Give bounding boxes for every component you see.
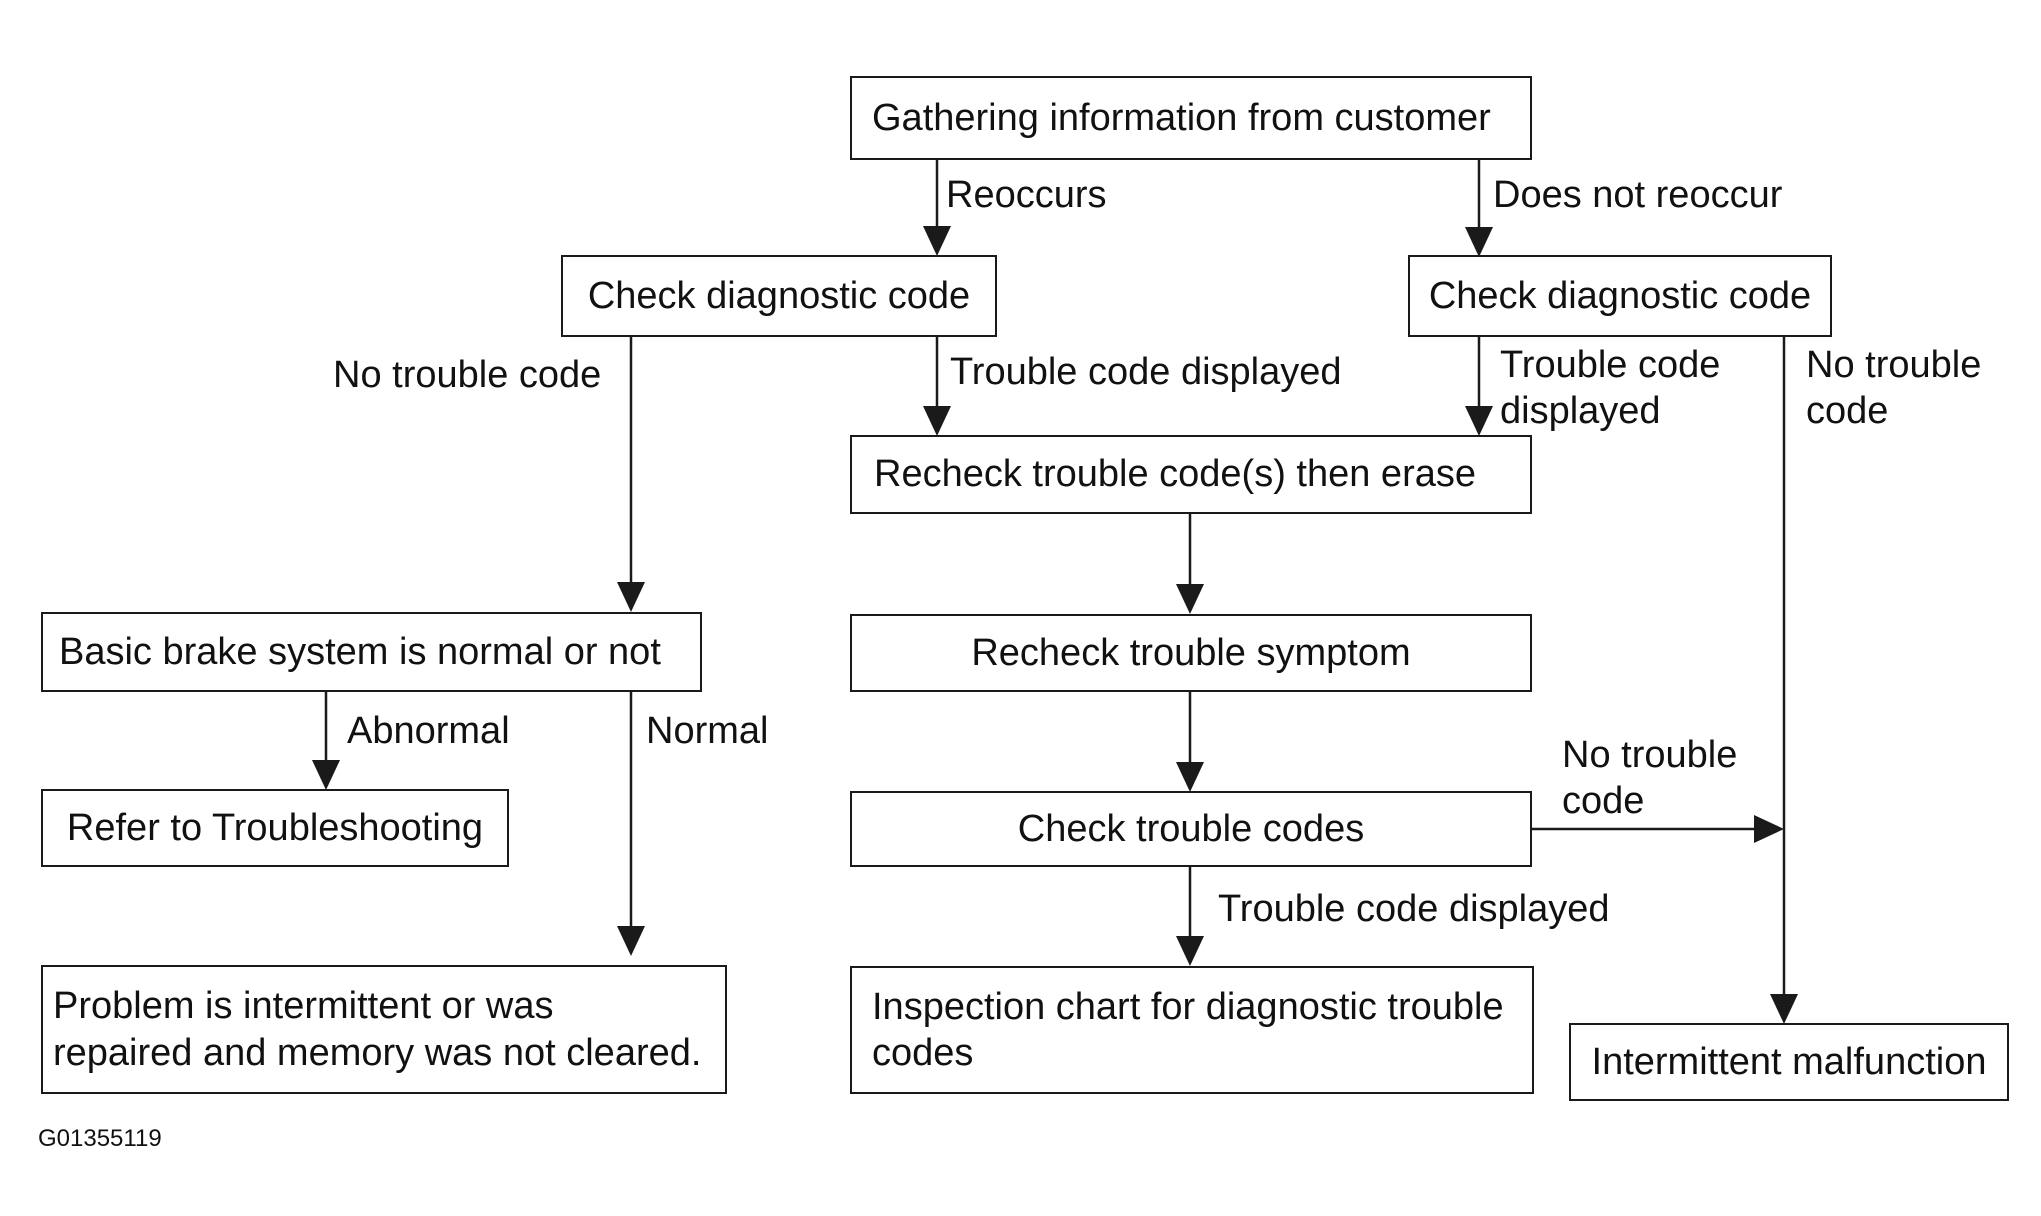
edge-label-no-trouble-code-left: No trouble code: [333, 354, 602, 396]
arrowhead-icon: [1176, 584, 1204, 614]
node-check-trouble-codes: Check trouble codes: [850, 791, 1532, 867]
node-refer-to-troubleshooting: Refer to Troubleshooting: [41, 789, 509, 867]
node-label: Gathering information from customer: [872, 96, 1491, 139]
node-label: Basic brake system is normal or not: [59, 630, 661, 673]
node-inspection-chart: Inspection chart for diagnostic trouble …: [850, 966, 1534, 1094]
node-problem-intermittent: Problem is intermittent or was repaired …: [41, 965, 727, 1094]
arrowhead-icon: [1465, 406, 1493, 436]
node-intermittent-malfunction: Intermittent malfunction: [1569, 1023, 2009, 1101]
node-label: Check diagnostic code: [1428, 274, 1812, 317]
arrowhead-icon: [923, 226, 951, 256]
edge-label-abnormal: Abnormal: [347, 710, 510, 752]
arrowhead-icon: [1176, 936, 1204, 966]
edge-label-trouble-code-displayed-right: Trouble code displayed: [1500, 344, 1721, 433]
node-label: Refer to Troubleshooting: [66, 806, 484, 849]
edge-label-no-trouble-code-bottom: No trouble code: [1562, 734, 1738, 823]
node-label: Check diagnostic code: [587, 274, 971, 317]
edge-label-trouble-code-displayed-bottom: Trouble code displayed: [1218, 888, 1610, 930]
figure-id: G01355119: [38, 1125, 162, 1152]
edge-label-trouble-code-displayed-mid: Trouble code displayed: [950, 351, 1342, 393]
arrowhead-icon: [1754, 815, 1784, 843]
arrowhead-icon: [617, 926, 645, 956]
arrowhead-icon: [312, 760, 340, 790]
edge-label-normal: Normal: [646, 710, 769, 752]
node-label: Intermittent malfunction: [1591, 1040, 1987, 1083]
node-check-diagnostic-code-right: Check diagnostic code: [1408, 255, 1832, 337]
node-gathering-information: Gathering information from customer: [850, 76, 1532, 160]
arrowhead-icon: [1176, 762, 1204, 792]
arrowhead-icon: [923, 406, 951, 436]
node-basic-brake-system: Basic brake system is normal or not: [41, 612, 702, 692]
node-label: Recheck trouble symptom: [971, 631, 1411, 674]
node-label: Problem is intermittent or was repaired …: [53, 985, 702, 1074]
arrowhead-icon: [1465, 227, 1493, 257]
node-recheck-erase: Recheck trouble code(s) then erase: [850, 435, 1532, 514]
arrowhead-icon: [1770, 994, 1798, 1024]
node-check-diagnostic-code-left: Check diagnostic code: [561, 255, 997, 337]
edge-label-no-trouble-code-right: No trouble code: [1806, 344, 1982, 433]
node-label: Recheck trouble code(s) then erase: [874, 453, 1476, 496]
arrowhead-icon: [617, 582, 645, 612]
node-label: Inspection chart for diagnostic trouble …: [872, 985, 1504, 1074]
node-recheck-trouble-symptom: Recheck trouble symptom: [850, 614, 1532, 692]
edge-label-does-not-reoccur: Does not reoccur: [1493, 174, 1783, 216]
edge-label-reoccurs: Reoccurs: [946, 174, 1107, 216]
node-label: Check trouble codes: [1017, 807, 1365, 850]
